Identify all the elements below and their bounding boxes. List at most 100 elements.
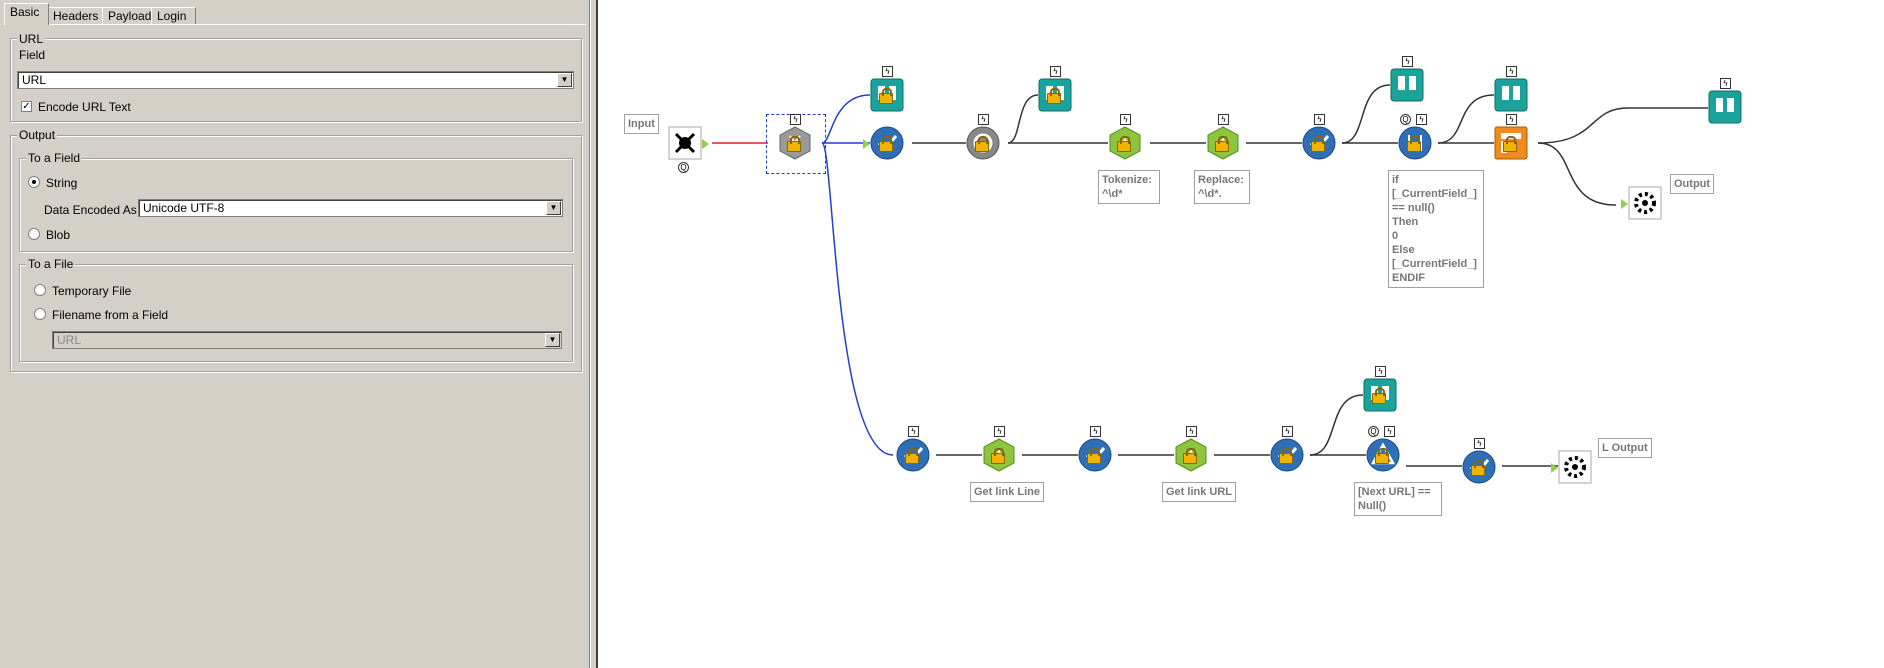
tab-login[interactable]: Login xyxy=(151,7,196,25)
lightning-icon: ϟ xyxy=(1506,66,1517,77)
browse-node-4[interactable]: ϟ xyxy=(1494,66,1528,112)
encoding-select[interactable]: Unicode UTF-8 ▼ xyxy=(138,199,563,217)
filename-field-value: URL xyxy=(57,333,82,347)
regex-link-line-node[interactable]: ★ ϟ xyxy=(982,426,1016,472)
encoding-value: Unicode UTF-8 xyxy=(143,201,225,215)
browse-node-6[interactable]: ϟ xyxy=(1363,366,1397,412)
url-group-legend: URL xyxy=(17,32,46,46)
regex-replace-node[interactable]: ★ ϟ xyxy=(1206,114,1240,160)
select-node-4[interactable]: ϟ xyxy=(1078,426,1112,472)
wire-download-select-bottom xyxy=(821,142,894,456)
select-node-5[interactable]: ϟ xyxy=(1270,426,1304,472)
q-badge-icon: Q xyxy=(678,162,689,173)
browse-node-1[interactable]: ϟ xyxy=(870,66,904,112)
temporary-file-radio[interactable] xyxy=(34,284,46,296)
lightning-icon: ϟ xyxy=(1218,114,1229,125)
lightning-icon: ϟ xyxy=(994,426,1005,437)
select-node-3[interactable]: ϟ xyxy=(896,426,930,472)
wire-b xyxy=(1007,94,1039,144)
select-node-2[interactable]: ϟ xyxy=(1302,114,1336,160)
filter-node[interactable]: Q ϟ xyxy=(1366,426,1400,472)
regex-link-url-node[interactable]: ★ ϟ xyxy=(1174,426,1208,472)
field-label: Field xyxy=(19,48,46,62)
chevron-down-icon[interactable]: ▼ xyxy=(546,201,561,215)
tab-basic[interactable]: Basic xyxy=(4,3,49,25)
to-field-group: To a Field String Data Encoded As Unicod… xyxy=(19,151,573,252)
lightning-icon: ϟ xyxy=(1474,438,1485,449)
dynamic-select-node[interactable]: ϟ xyxy=(966,114,1000,160)
select-node-1[interactable] xyxy=(863,126,904,160)
chevron-down-icon[interactable]: ▼ xyxy=(557,73,572,87)
regex-tokenize-node[interactable]: ★ ϟ xyxy=(1108,114,1142,160)
browse-node-5[interactable]: ϟ xyxy=(1708,78,1742,124)
chevron-down-icon: ▼ xyxy=(545,333,560,347)
browse-node-2[interactable]: ϟ xyxy=(1038,66,1072,112)
wire-h xyxy=(1437,94,1495,144)
connection-wires xyxy=(712,84,1708,467)
lightning-icon: ϟ xyxy=(1720,78,1731,89)
q-badge-icon: Q xyxy=(1400,114,1411,125)
lock-icon xyxy=(1372,388,1386,404)
lock-icon xyxy=(1047,88,1061,104)
lock-icon xyxy=(975,136,989,152)
to-field-legend: To a Field xyxy=(26,151,83,165)
lock-icon xyxy=(1375,448,1389,464)
output-macro-node[interactable] xyxy=(1621,186,1662,220)
annotation-l-output: L Output xyxy=(1598,438,1652,458)
blob-label: Blob xyxy=(46,228,71,242)
wire-q xyxy=(1309,394,1364,456)
lock-icon xyxy=(905,448,919,464)
url-field-select[interactable]: URL ▼ xyxy=(17,71,574,89)
lightning-icon: ϟ xyxy=(1314,114,1325,125)
output-group-legend: Output xyxy=(17,128,58,142)
lock-icon xyxy=(1407,136,1421,152)
multi-field-formula-node[interactable]: Q ϟ xyxy=(1398,114,1432,160)
lock-icon xyxy=(1087,448,1101,464)
lock-icon xyxy=(1215,136,1229,152)
tool-configuration-panel: Basic Headers Payload Login URL Field UR… xyxy=(0,0,590,668)
annotation-get-link-url: Get link URL xyxy=(1162,482,1237,502)
encode-url-checkbox[interactable]: ✓ xyxy=(21,101,32,112)
lightning-icon: ϟ xyxy=(1375,366,1386,377)
tab-payload[interactable]: Payload xyxy=(102,7,154,25)
browse-node-3[interactable]: ϟ xyxy=(1390,56,1424,102)
lock-icon xyxy=(1117,136,1131,152)
filename-from-field-radio[interactable] xyxy=(34,308,46,320)
annotation-formula: if [_CurrentField_] == null() Then 0 Els… xyxy=(1388,170,1484,288)
wire-f xyxy=(1341,84,1391,144)
lightning-icon: ϟ xyxy=(1186,426,1197,437)
lock-icon xyxy=(1471,460,1485,476)
string-label: String xyxy=(46,176,78,190)
select-node-6[interactable]: ϟ xyxy=(1462,438,1496,484)
wire-j xyxy=(1537,107,1629,144)
output-group: Output To a Field String Data Encoded As… xyxy=(10,128,582,372)
lightning-icon: ϟ xyxy=(1506,114,1517,125)
lock-icon xyxy=(787,136,801,152)
encode-url-label: Encode URL Text xyxy=(38,100,131,114)
panel-splitter[interactable] xyxy=(590,0,598,668)
blob-radio[interactable] xyxy=(28,228,40,240)
lock-icon xyxy=(1311,136,1325,152)
lock-icon xyxy=(991,448,1005,464)
lock-icon xyxy=(879,88,893,104)
download-node[interactable]: ϟ xyxy=(778,114,812,160)
lock-icon xyxy=(1279,448,1293,464)
cross-tab-node[interactable]: ϟ xyxy=(1494,114,1528,160)
lightning-icon: ϟ xyxy=(1120,114,1131,125)
lightning-icon: ϟ xyxy=(1416,114,1427,125)
lightning-icon: ϟ xyxy=(1090,426,1101,437)
annotation-next-url: [Next URL] == Null() xyxy=(1354,482,1442,516)
to-file-legend: To a File xyxy=(26,257,76,271)
l-output-macro-node[interactable] xyxy=(1551,450,1592,484)
tab-headers[interactable]: Headers xyxy=(47,7,105,25)
annotation-output: Output xyxy=(1670,174,1715,194)
lightning-icon: ϟ xyxy=(882,66,893,77)
filename-field-select: URL ▼ xyxy=(52,331,562,349)
lightning-icon: ϟ xyxy=(1384,426,1395,437)
lock-icon xyxy=(879,136,893,152)
input-macro-node[interactable]: Q xyxy=(668,126,709,173)
lightning-icon: ϟ xyxy=(908,426,919,437)
workflow-canvas[interactable]: Q ϟ ϟ ϟ ϟ ★ ϟ ★ ϟ ϟ xyxy=(598,0,1884,668)
string-radio[interactable] xyxy=(28,176,40,188)
to-file-group: To a File Temporary File Filename from a… xyxy=(19,257,573,362)
